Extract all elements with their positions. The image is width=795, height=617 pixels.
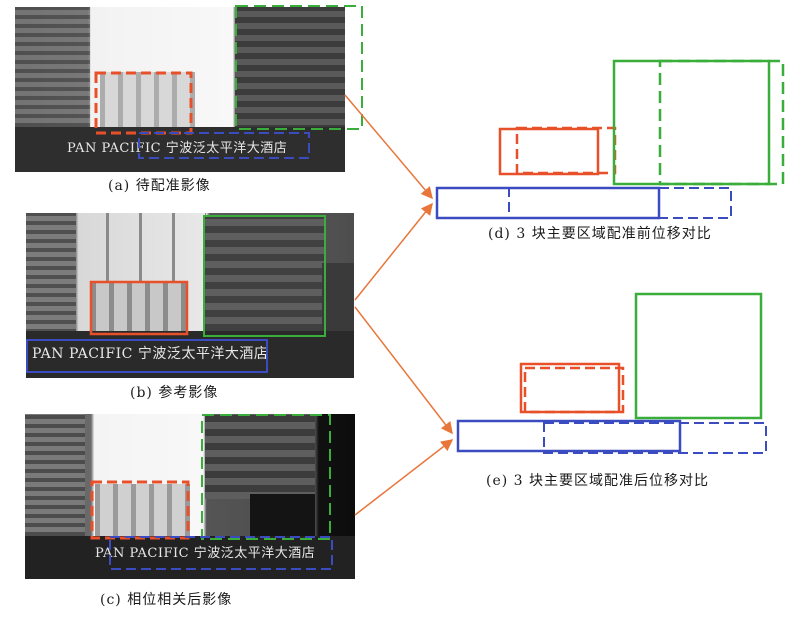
caption-c: (c) 相位相关后影像 (100, 592, 233, 608)
arrow-b-to-d (354, 202, 433, 301)
arrow-a-to-d (344, 94, 433, 200)
schem-d-red-solid (498, 127, 600, 176)
schem-d-green-dashed (658, 59, 785, 186)
box-c-blue-dashed (109, 536, 333, 570)
schem-e-green-solid (634, 292, 763, 420)
arrow-b-to-e (354, 306, 453, 435)
photo-a-unregistered: PAN PACIFIC 宁波泛太平洋大酒店 (15, 7, 345, 172)
sign-text-c: PAN PACIFIC 宁波泛太平洋大酒店 (95, 546, 316, 561)
schem-d-blue-dashed (508, 187, 732, 219)
arrow-c-to-e (354, 439, 454, 516)
sign-text-b: PAN PACIFIC 宁波泛太平洋大酒店 (32, 346, 269, 362)
schem-e-red-solid (519, 362, 621, 414)
schem-e-red-dashed (523, 366, 625, 414)
caption-a: (a) 待配准影像 (108, 178, 211, 194)
box-b-red (89, 280, 189, 336)
box-a-blue-dashed (138, 132, 310, 159)
box-c-red-dashed (90, 480, 190, 540)
sign-text-a: PAN PACIFIC 宁波泛太平洋大酒店 (67, 141, 288, 156)
box-b-green (203, 215, 326, 337)
schem-e-blue-solid (456, 419, 682, 453)
box-a-green-dashed (235, 5, 363, 130)
box-b-blue (26, 339, 268, 373)
schem-e-blue-dashed (543, 422, 767, 454)
box-c-green-dashed (201, 414, 331, 540)
caption-b: (b) 参考影像 (130, 385, 219, 401)
box-a-red-dashed (94, 71, 193, 135)
photo-b-reference: PAN PACIFIC 宁波泛太平洋大酒店 (26, 213, 354, 378)
caption-d: (d) 3 块主要区域配准前位移对比 (488, 226, 712, 242)
caption-e: (e) 3 块主要区域配准后位移对比 (486, 473, 710, 489)
schem-d-green-solid (612, 59, 771, 186)
photo-c-phase-correlated: PAN PACIFIC 宁波泛太平洋大酒店 (25, 414, 355, 579)
schem-d-red-dashed (515, 126, 617, 175)
schem-d-blue-solid (435, 186, 661, 220)
